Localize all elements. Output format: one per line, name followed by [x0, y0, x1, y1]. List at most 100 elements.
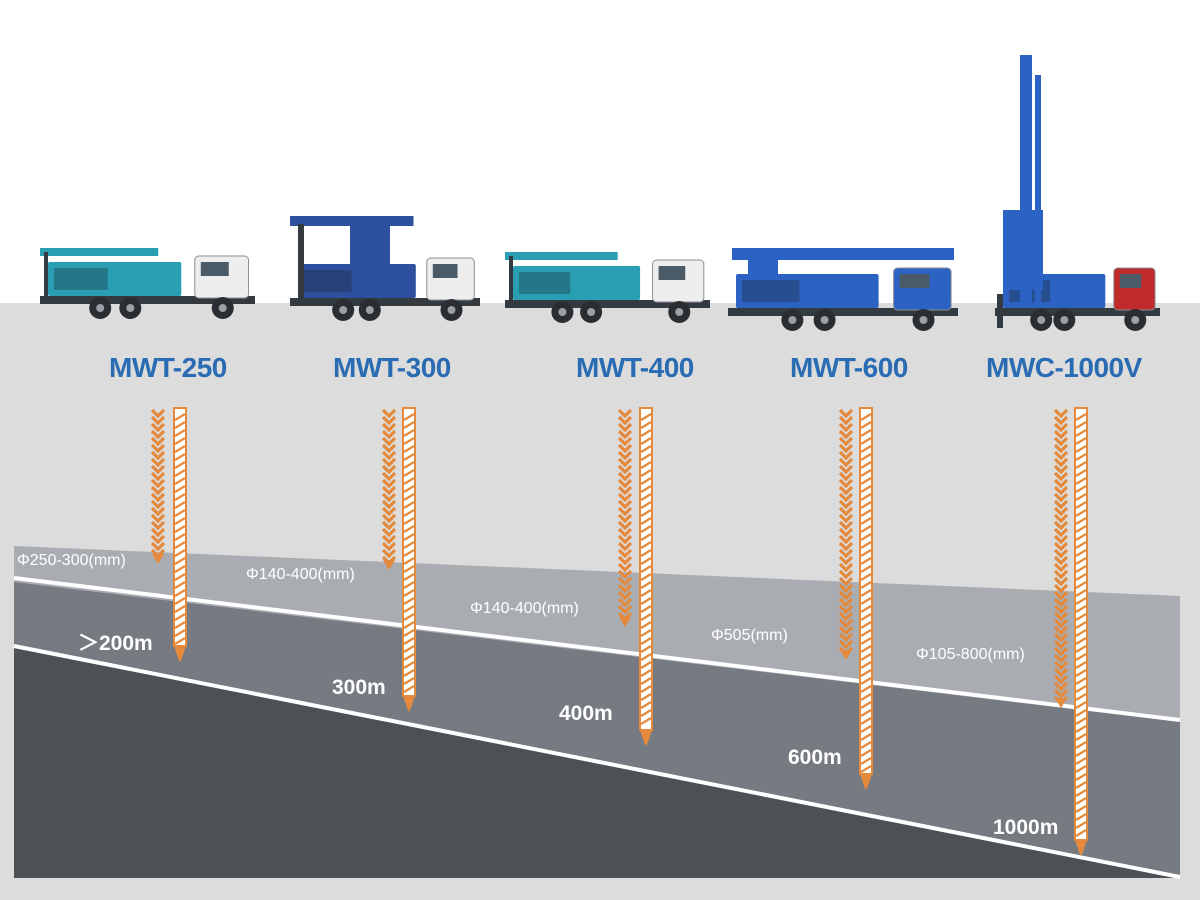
drill-rod-hatch	[860, 533, 872, 541]
flow-chevron	[1053, 415, 1069, 426]
drill-rod-hatch	[403, 533, 415, 541]
drill-rod-hatch	[403, 477, 415, 485]
truck-chassis	[728, 308, 958, 316]
flow-chevron	[838, 513, 854, 524]
drill-rod-hatch	[1075, 813, 1087, 821]
flow-chevron	[838, 611, 854, 622]
flow-chevron	[381, 422, 397, 433]
outrigger-leg	[509, 256, 513, 302]
drill-rod-hatch	[640, 589, 652, 597]
flow-chevron	[1053, 534, 1069, 545]
drill-rod-hatch	[860, 557, 872, 565]
drill-rod-hatch	[1075, 565, 1087, 573]
flow-chevron	[617, 506, 633, 517]
diameter-label-0: Φ250-300(mm)	[17, 552, 126, 569]
drill-rod-hatch	[174, 549, 186, 557]
flow-chevron	[150, 541, 166, 552]
flow-chevron	[1053, 569, 1069, 580]
truck-chassis	[290, 298, 480, 306]
outrigger-leg	[298, 224, 304, 298]
drill-rod-hatch	[403, 469, 415, 477]
flow-chevron	[838, 422, 854, 433]
flow-chevron	[617, 492, 633, 503]
drill-rod-hatch	[403, 557, 415, 565]
flow-chevron	[617, 597, 633, 608]
truck-chassis	[995, 308, 1160, 316]
drill-rod-hatch	[640, 653, 652, 661]
flow-chevron	[617, 422, 633, 433]
drill-rod-hatch	[640, 581, 652, 589]
drill-rod-hatch	[1075, 733, 1087, 741]
drill-rod-hatch	[403, 413, 415, 421]
truck-equipment-panel	[519, 272, 571, 294]
drill-rod-hatch	[1075, 581, 1087, 589]
drill-rod-hatch	[174, 589, 186, 597]
drill-rod-hatch	[640, 453, 652, 461]
truck-cab-window	[1119, 274, 1142, 288]
flow-arrow-tip	[619, 617, 631, 627]
drill-rod-hatch	[640, 509, 652, 517]
drill-rod-hatch	[1075, 493, 1087, 501]
flow-chevron	[838, 492, 854, 503]
drilling-truck-3	[728, 248, 958, 331]
drill-rod-hatch	[640, 517, 652, 525]
drill-rod-hatch	[1075, 421, 1087, 429]
rotary-head	[350, 226, 390, 266]
flow-chevron	[838, 471, 854, 482]
flow-chevron	[1053, 583, 1069, 594]
truck-wheel-hub	[675, 308, 684, 316]
flow-chevron	[381, 485, 397, 496]
drill-rod-hatch	[1075, 741, 1087, 749]
flow-arrow-tip	[1055, 698, 1067, 708]
drill-rod-hatch	[403, 661, 415, 669]
drill-group	[150, 407, 1088, 856]
flow-chevron	[838, 408, 854, 419]
flow-chevron	[1053, 527, 1069, 538]
flow-chevron	[1053, 548, 1069, 559]
flow-chevron	[150, 408, 166, 419]
flow-chevron	[1053, 639, 1069, 650]
flow-chevron	[838, 478, 854, 489]
drill-rod-hatch	[1075, 757, 1087, 765]
flow-chevron	[150, 492, 166, 503]
flow-chevron	[617, 555, 633, 566]
flow-chevron	[1053, 541, 1069, 552]
model-label-1: MWT-300	[333, 352, 451, 383]
drill-rod-hatch	[640, 557, 652, 565]
flow-chevron	[617, 520, 633, 531]
drill-rod-hatch	[1075, 613, 1087, 621]
drill-rod-hatch	[1075, 541, 1087, 549]
drill-rod-hatch	[860, 493, 872, 501]
truck-wheel-hub	[788, 316, 797, 324]
drill-rod-hatch	[1075, 829, 1087, 837]
drill-rod-hatch	[1075, 605, 1087, 613]
drill-rod-hatch	[174, 453, 186, 461]
drill-rod-hatch	[1075, 773, 1087, 781]
flow-chevron	[838, 639, 854, 650]
drill-rod-hatch	[403, 573, 415, 581]
drill-rod-hatch	[1075, 637, 1087, 645]
drill-rod-hatch	[860, 653, 872, 661]
flow-chevron	[617, 464, 633, 475]
drill-rod-hatch	[860, 597, 872, 605]
drill-rod-hatch	[1075, 533, 1087, 541]
drill-rod-hatch	[1075, 709, 1087, 717]
flow-chevron	[1053, 485, 1069, 496]
flow-chevron	[1053, 618, 1069, 629]
truck-wheel-hub	[1131, 316, 1140, 324]
drill-rod-hatch	[640, 701, 652, 709]
drill-rod-hatch	[640, 677, 652, 685]
drill-rod-hatch	[174, 461, 186, 469]
drill-rod-hatch	[174, 533, 186, 541]
flow-chevron	[838, 429, 854, 440]
mast-support	[748, 248, 778, 274]
drill-rod-hatch	[640, 525, 652, 533]
drill-rod-hatch	[860, 765, 872, 773]
drill-rod-hatch	[1075, 477, 1087, 485]
drill-rod-hatch	[860, 717, 872, 725]
truck-cab-window	[658, 266, 686, 280]
drill-rod-hatch	[860, 453, 872, 461]
